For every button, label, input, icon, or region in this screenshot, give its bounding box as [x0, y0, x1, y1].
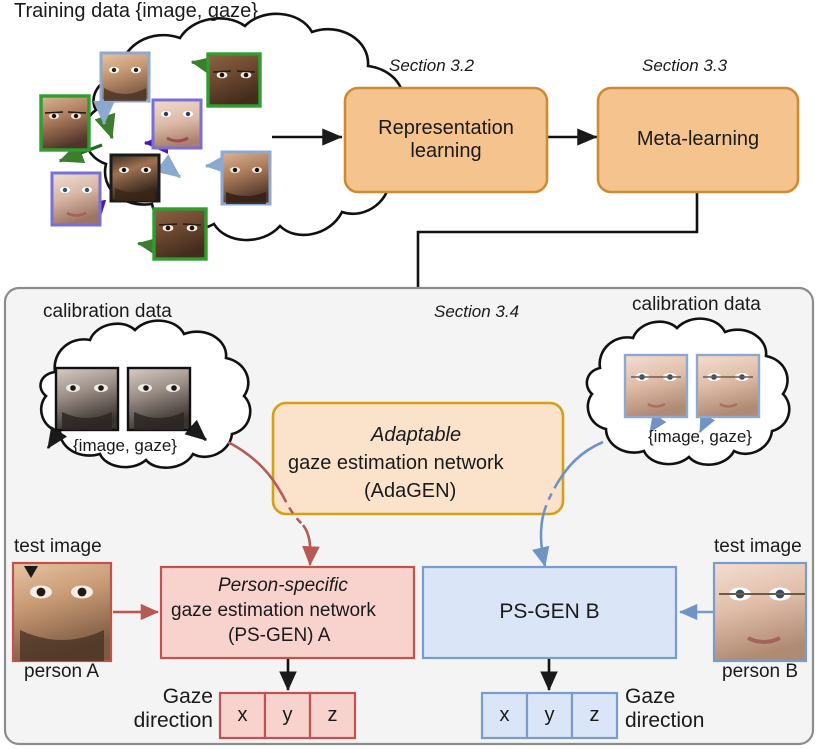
- calibration-a-pair-label: {image, gaze}: [73, 436, 177, 455]
- psgen-a-line-2: gaze estimation network: [171, 600, 376, 621]
- psgen-a-line-1: Person-specific: [218, 575, 348, 596]
- gaze-vector-a: [218, 691, 357, 740]
- adagen-line-3: (AdaGEN): [364, 480, 457, 502]
- adagen-box: [271, 401, 565, 516]
- calibration-data-a-title: calibration data: [43, 301, 172, 322]
- gaze-vector-b: [480, 691, 619, 740]
- psgen-a-box: [159, 565, 416, 660]
- gaze-direction-a-label: Gaze direction: [133, 685, 213, 732]
- test-image-b: [712, 561, 808, 663]
- calibration-a-to-psgen-a-curve: [227, 440, 320, 567]
- calibration-a-thumbnails: [54, 366, 192, 432]
- section-3-4-caption: Section 3.4: [434, 302, 520, 321]
- calibration-b-pair-label: {image, gaze}: [648, 427, 752, 446]
- psgen-a-line-3: (PS-GEN) A: [228, 625, 331, 646]
- test-image-a-label: test image: [14, 536, 102, 557]
- training-face-thumbnails: [39, 51, 272, 261]
- adagen-line-2: gaze estimation network: [288, 452, 504, 474]
- section-3-3-caption: Section 3.3: [642, 56, 728, 75]
- test-image-a: [11, 561, 113, 663]
- training-data-cloud: [82, 12, 411, 242]
- calibration-data-b-title: calibration data: [632, 294, 761, 315]
- training-data-title: Training data {image, gaze}: [14, 0, 258, 22]
- section-3-2-caption: Section 3.2: [389, 56, 475, 75]
- adagen-line-1: Adaptable: [371, 424, 462, 446]
- meta-learning-box: [596, 86, 800, 194]
- person-b-label: person B: [722, 661, 799, 682]
- calibration-b-to-psgen-b-curve: [532, 440, 604, 568]
- gaze-direction-b-label: Gaze direction: [625, 685, 705, 732]
- calibration-b-thumbnails: [623, 353, 761, 419]
- psgen-b-box: [421, 565, 678, 660]
- representation-learning-box: [343, 86, 549, 194]
- test-image-b-label: test image: [714, 536, 802, 557]
- person-a-label: person A: [24, 661, 99, 682]
